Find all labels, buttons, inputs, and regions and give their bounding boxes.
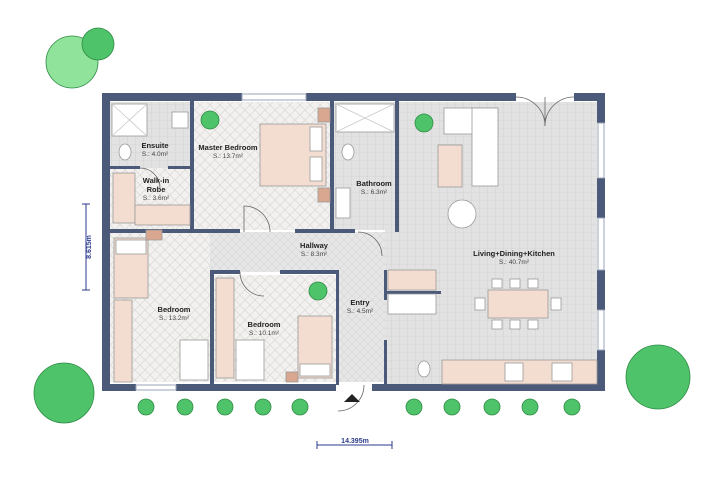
hallway-label: Hallway: [300, 241, 329, 250]
hallway-area: S.: 8.3m²: [301, 251, 328, 258]
entry-arrow-icon: [344, 394, 360, 402]
bedroom-right-area: S.: 10.1m²: [249, 330, 280, 337]
walk-in-robe-label-2: Robe: [147, 185, 166, 194]
master-bedroom-label: Master Bedroom: [198, 143, 258, 152]
living-area: S.: 40.7m²: [499, 259, 530, 266]
armchair: [447, 199, 477, 229]
living-label: Living+Dining+Kitchen: [473, 249, 555, 258]
tree-bottom-left: [33, 362, 95, 424]
walk-in-robe-label-1: Walk-in: [143, 176, 170, 185]
robe-shelves: [112, 172, 136, 224]
dining-table: [487, 289, 549, 319]
plants: [33, 27, 691, 424]
bathroom-label: Bathroom: [356, 179, 392, 188]
master-bedroom-area: S.: 13.7m²: [213, 153, 244, 160]
ensuite-toilet: [118, 143, 132, 161]
bathroom-toilet: [341, 143, 355, 161]
doors: [139, 96, 575, 412]
dimension-lines: [82, 203, 393, 449]
entry-floor: [338, 232, 385, 382]
height-dimension: 8.615m: [86, 235, 93, 259]
bedroom-right-wardrobe: [215, 277, 235, 379]
windows: [135, 93, 605, 391]
fridge: [387, 269, 437, 291]
ensuite-label: Ensuite: [141, 141, 168, 150]
entry-label: Entry: [350, 298, 370, 307]
room-labels: Ensuite S.: 4.0m² Master Bedroom S.: 13.…: [141, 141, 555, 337]
furniture: [111, 103, 598, 385]
bedroom-left-area: S.: 13.2m²: [159, 315, 190, 322]
width-dimension: 14.395m: [341, 438, 369, 445]
walls: [102, 93, 605, 391]
bedroom-left-label: Bedroom: [158, 305, 191, 314]
ensuite-area: S.: 4.0m²: [142, 151, 169, 158]
walk-in-robe-area: S.: 3.6m²: [143, 195, 170, 202]
bedroom-right-label: Bedroom: [248, 320, 281, 329]
tree-bottom-right: [625, 344, 691, 410]
laundry-toilet: [417, 360, 431, 378]
coffee-table: [437, 144, 463, 188]
bathroom-area: S.: 6.3m²: [361, 189, 388, 196]
entry-area: S.: 4.5m²: [347, 308, 374, 315]
bedroom-left-wardrobe: [113, 299, 133, 383]
